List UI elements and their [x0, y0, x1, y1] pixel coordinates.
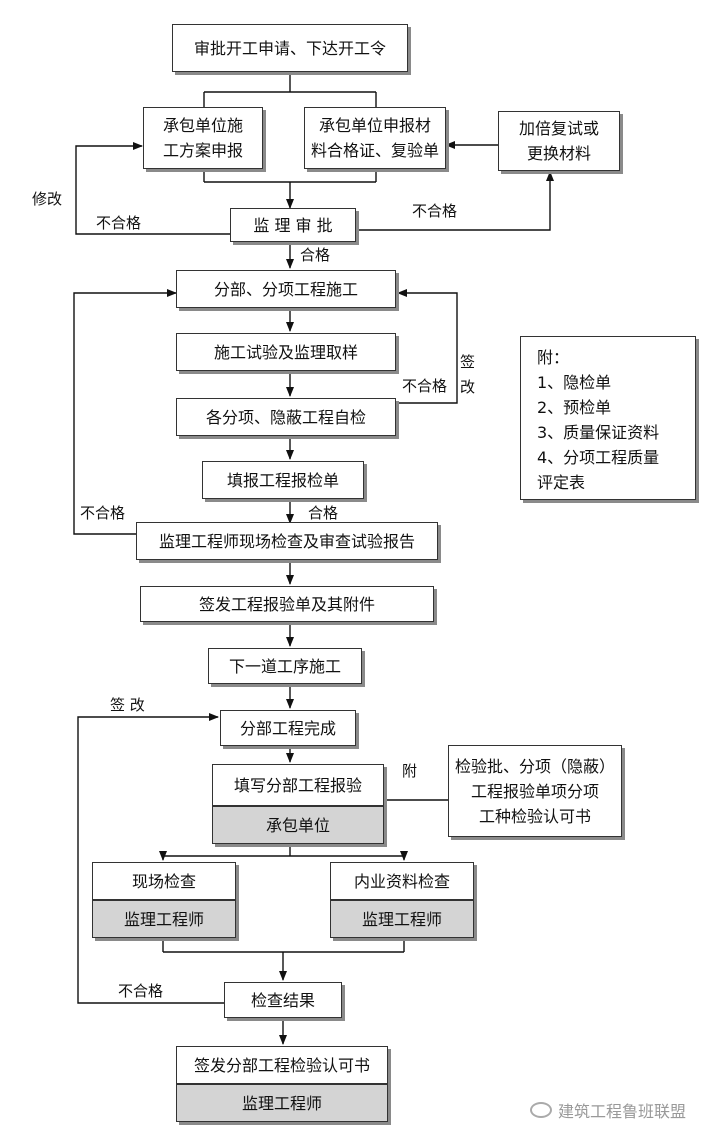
site-check-role-tag: 监理工程师: [92, 900, 236, 938]
self-check-box: 各分项、隐蔽工程自检: [176, 398, 396, 436]
loop-self-check: [397, 289, 458, 404]
contractor-material-box: 承包单位申报材 料合格证、复验单: [304, 107, 446, 169]
final-role-tag: 监理工程师: [176, 1084, 388, 1122]
supervision-approve-box: 监 理 审 批: [230, 208, 356, 242]
attach-docs-box: 检验批、分项（隐蔽） 工程报验单项分项 工种检验认可书: [448, 745, 622, 837]
loop-sign-modify: [77, 713, 224, 1004]
subproject-construction-box: 分部、分项工程施工: [176, 270, 396, 308]
contractor-unit-tag: 承包单位: [212, 806, 384, 844]
label-qualified-1: 合格: [300, 246, 331, 264]
loop-modify: [75, 142, 230, 235]
sign-certificate-box: 签发分部工程检验认可书: [176, 1046, 388, 1084]
loop-inspection: [73, 289, 177, 535]
appendix-note: 附： 1、隐检单 2、预检单 3、质量保证资料 4、分项工程质量 评定表: [520, 336, 696, 500]
engineer-inspect-box: 监理工程师现场检查及审查试验报告: [136, 522, 438, 560]
label-sign-modify: 签 改: [110, 696, 145, 714]
label-qualified-2: 合格: [308, 504, 339, 522]
doc-check-box: 内业资料检查: [330, 862, 474, 900]
check-result-box: 检查结果: [224, 982, 342, 1018]
fill-sub-report-box: 填写分部工程报验: [212, 764, 384, 806]
double-retest-box: 加倍复试或 更换材料: [498, 111, 620, 171]
site-check-box: 现场检查: [92, 862, 236, 900]
label-modify: 修改: [32, 190, 63, 208]
fill-check-form-box: 填报工程报检单: [202, 461, 364, 499]
next-process-box: 下一道工序施工: [208, 648, 362, 684]
label-sign-modify-vertical: 签 改: [460, 353, 476, 396]
loop-retest: [356, 171, 554, 231]
wechat-icon: [530, 1102, 552, 1118]
sub-complete-box: 分部工程完成: [220, 710, 356, 746]
label-attach: 附: [402, 762, 418, 780]
label-unqualified-3: 不合格: [402, 377, 448, 395]
sign-form-box: 签发工程报验单及其附件: [140, 586, 434, 622]
contractor-plan-box: 承包单位施 工方案申报: [143, 107, 263, 169]
approve-start-box: 审批开工申请、下达开工令: [172, 24, 408, 72]
label-unqualified-1: 不合格: [96, 214, 142, 232]
label-unqualified-2: 不合格: [412, 202, 458, 220]
watermark-text: 建筑工程鲁班联盟: [558, 1102, 687, 1121]
doc-check-role-tag: 监理工程师: [330, 900, 474, 938]
test-sampling-box: 施工试验及监理取样: [176, 333, 396, 371]
label-unqualified-4: 不合格: [80, 504, 126, 522]
label-unqualified-5: 不合格: [118, 982, 164, 1000]
watermark: 建筑工程鲁班联盟: [530, 1098, 686, 1122]
